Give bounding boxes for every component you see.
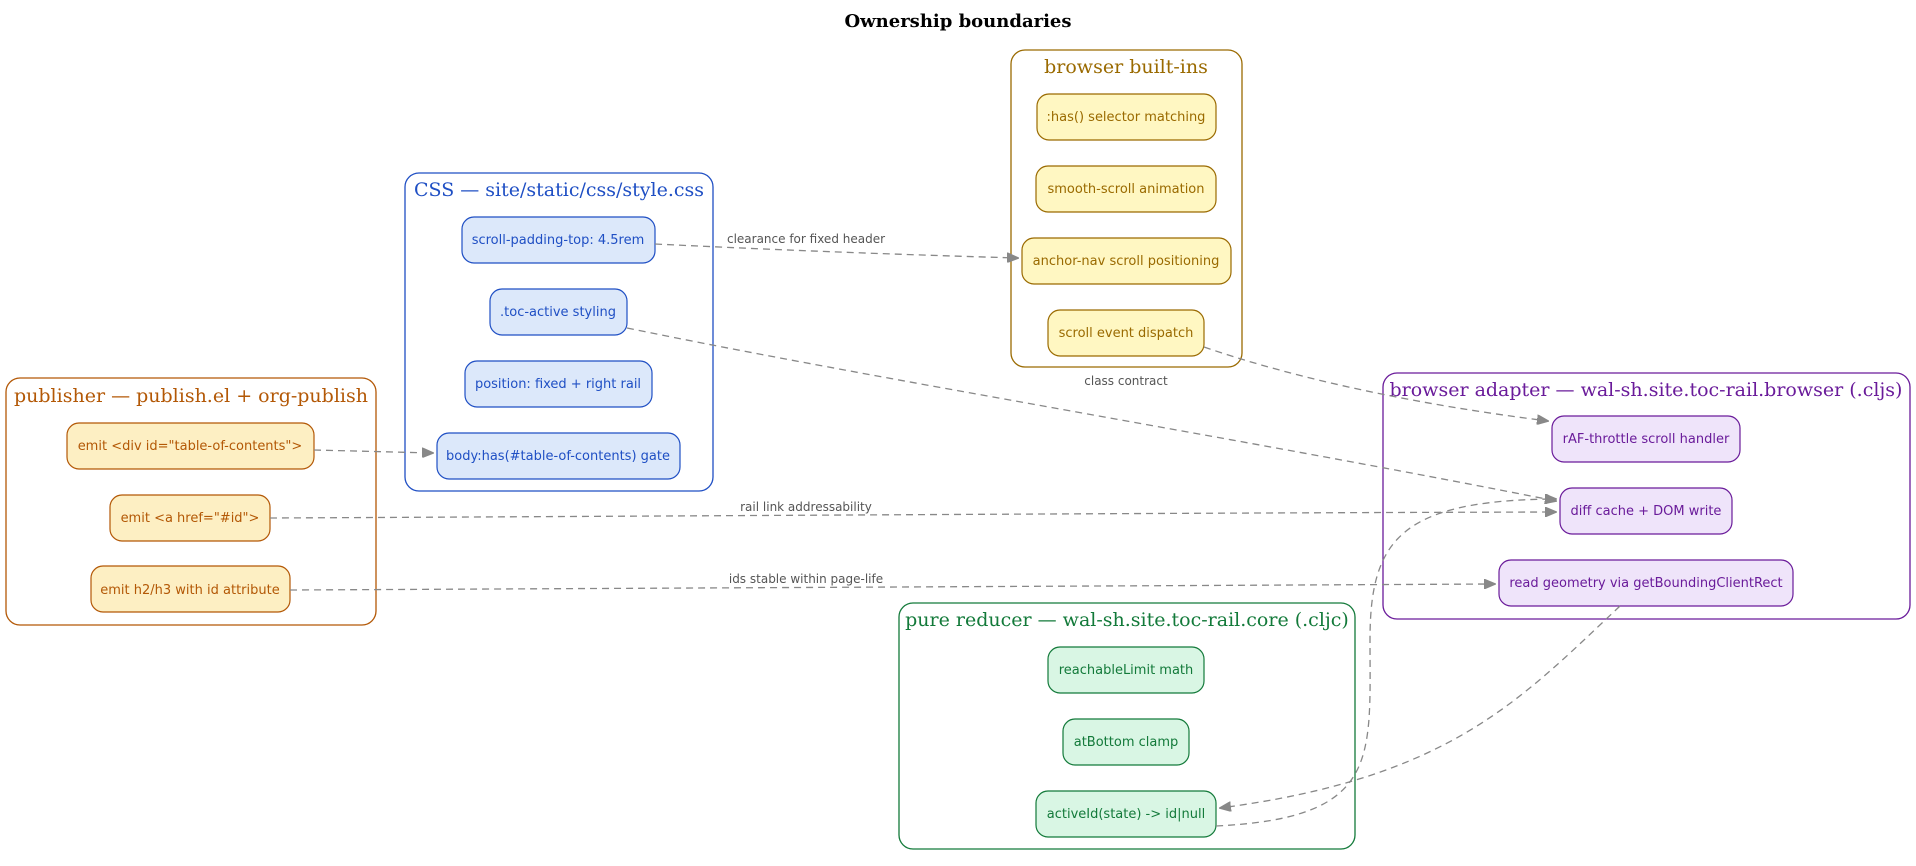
node-scroll-padding: scroll-padding-top: 4.5rem (461, 216, 656, 264)
edge-label-class-contract: class contract (1084, 374, 1168, 388)
edge-active-id-to-diff-cache (1215, 499, 1556, 827)
node-emit-h-label: emit h2/h3 with id attribute (100, 583, 279, 598)
node-has-selector-label: :has() selector matching (1047, 110, 1206, 125)
node-scroll-event: scroll event dispatch (1047, 309, 1205, 357)
cluster-browser: browser built-ins :has() selector matchi… (1010, 49, 1243, 368)
node-raf-throttle: rAF-throttle scroll handler (1551, 415, 1741, 463)
cluster-publisher: publisher — publish.el + org-publish emi… (5, 377, 377, 626)
node-emit-a-label: emit <a href="#id"> (121, 511, 260, 526)
cluster-browser-label: browser built-ins (1044, 56, 1208, 78)
node-scroll-padding-label: scroll-padding-top: 4.5rem (472, 233, 645, 248)
node-body-has: body:has(#table-of-contents) gate (436, 432, 681, 480)
edge-label-ids-stable: ids stable within page-life (729, 572, 883, 586)
node-at-bottom: atBottom clamp (1062, 718, 1190, 766)
node-read-geometry: read geometry via getBoundingClientRect (1498, 559, 1794, 607)
node-reachable-limit: reachableLimit math (1047, 646, 1205, 694)
node-scroll-event-label: scroll event dispatch (1059, 326, 1194, 341)
edge-emit-div-to-body-has (313, 450, 433, 453)
node-body-has-label: body:has(#table-of-contents) gate (446, 449, 670, 464)
node-smooth-scroll: smooth-scroll animation (1035, 165, 1217, 213)
node-active-id-label: activeId(state) -> id|null (1047, 807, 1205, 822)
node-anchor-nav-label: anchor-nav scroll positioning (1033, 254, 1220, 269)
node-toc-active-label: .toc-active styling (500, 305, 616, 320)
node-anchor-nav: anchor-nav scroll positioning (1021, 237, 1232, 285)
node-raf-throttle-label: rAF-throttle scroll handler (1563, 432, 1730, 447)
cluster-adapter-label: browser adapter — wal-sh.site.toc-rail.b… (1390, 379, 1903, 401)
edge-toc-active-to-diff-cache (626, 327, 1556, 501)
cluster-css: CSS — site/static/css/style.css scroll-p… (404, 172, 714, 492)
node-smooth-scroll-label: smooth-scroll animation (1047, 182, 1204, 197)
node-emit-div: emit <div id="table-of-contents"> (66, 422, 315, 470)
cluster-css-label: CSS — site/static/css/style.css (414, 179, 704, 201)
edge-label-rail-link: rail link addressability (740, 500, 872, 514)
node-diff-cache-label: diff cache + DOM write (1571, 504, 1722, 519)
cluster-core-label: pure reducer — wal-sh.site.toc-rail.core… (905, 609, 1349, 631)
edge-read-geometry-to-active-id (1220, 605, 1621, 808)
edge-scroll-padding-to-anchor-nav (654, 243, 1018, 258)
node-position-fixed: position: fixed + right rail (464, 360, 653, 408)
edges (269, 243, 1621, 827)
edge-emit-a-to-diff-cache (269, 512, 1556, 519)
cluster-publisher-label: publisher — publish.el + org-publish (14, 385, 368, 407)
node-emit-h: emit h2/h3 with id attribute (90, 565, 291, 613)
diagram-title: Ownership boundaries (844, 11, 1071, 32)
node-read-geometry-label: read geometry via getBoundingClientRect (1509, 576, 1782, 591)
edge-scroll-event-to-raf-throttle (1203, 346, 1548, 421)
edge-label-clearance: clearance for fixed header (727, 232, 885, 246)
node-toc-active: .toc-active styling (489, 288, 628, 336)
cluster-adapter: browser adapter — wal-sh.site.toc-rail.b… (1382, 372, 1911, 620)
node-emit-div-label: emit <div id="table-of-contents"> (78, 439, 303, 454)
node-active-id: activeId(state) -> id|null (1035, 790, 1217, 838)
edge-emit-h-to-read-geometry (289, 584, 1495, 591)
node-position-fixed-label: position: fixed + right rail (475, 377, 641, 392)
node-reachable-limit-label: reachableLimit math (1059, 663, 1194, 678)
node-emit-a: emit <a href="#id"> (109, 494, 271, 542)
node-diff-cache: diff cache + DOM write (1559, 487, 1733, 535)
node-at-bottom-label: atBottom clamp (1074, 735, 1179, 750)
node-has-selector: :has() selector matching (1036, 93, 1217, 141)
cluster-core: pure reducer — wal-sh.site.toc-rail.core… (898, 602, 1356, 850)
